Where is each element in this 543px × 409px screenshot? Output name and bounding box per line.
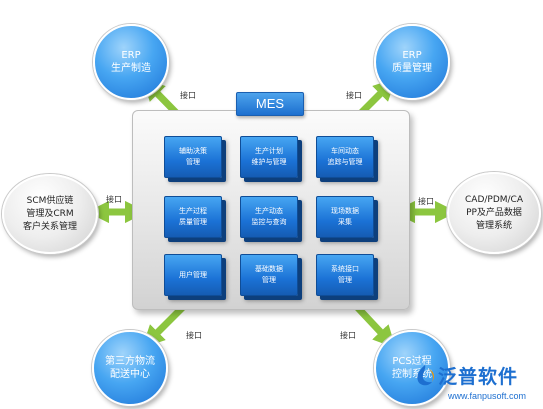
module-decision-support: 辅助决策 管理	[164, 136, 222, 178]
interface-label: 接口	[186, 331, 202, 340]
module-production-monitoring: 生产动态 监控与查询	[240, 196, 298, 238]
interface-label: 接口	[418, 197, 434, 206]
module-system-interface: 系统接口 管理	[316, 254, 374, 296]
node-erp-quality: ERP 质量管理	[374, 24, 450, 100]
mes-title: MES	[236, 92, 304, 116]
node-cad-pdm: CAD/PDM/CA PP及产品数据 管理系统	[447, 172, 541, 254]
module-workshop-tracking: 车间动态 追踪与管理	[316, 136, 374, 178]
interface-label: 接口	[180, 91, 196, 100]
node-logistics: 第三方物流 配送中心	[92, 330, 168, 406]
interface-label: 接口	[346, 91, 362, 100]
module-field-data-collection: 现场数据 采集	[316, 196, 374, 238]
logo-icon	[417, 365, 434, 386]
watermark: 泛普软件 www.fanpusoft.com	[414, 358, 540, 406]
node-scm-crm: SCM供应链 管理及CRM 客户关系管理	[2, 174, 98, 254]
module-process-quality: 生产过程 质量管理	[164, 196, 222, 238]
module-production-plan: 生产计划 维护与管理	[240, 136, 298, 178]
interface-label: 接口	[340, 331, 356, 340]
module-user-management: 用户管理	[164, 254, 222, 296]
node-erp-production: ERP 生产制造	[93, 24, 169, 100]
watermark-url: www.fanpusoft.com	[448, 391, 527, 401]
node-pcs: PCS过程 控制系统	[374, 330, 450, 406]
module-base-data: 基础数据 管理	[240, 254, 298, 296]
interface-label: 接口	[106, 195, 122, 204]
watermark-name: 泛普软件	[438, 366, 519, 388]
